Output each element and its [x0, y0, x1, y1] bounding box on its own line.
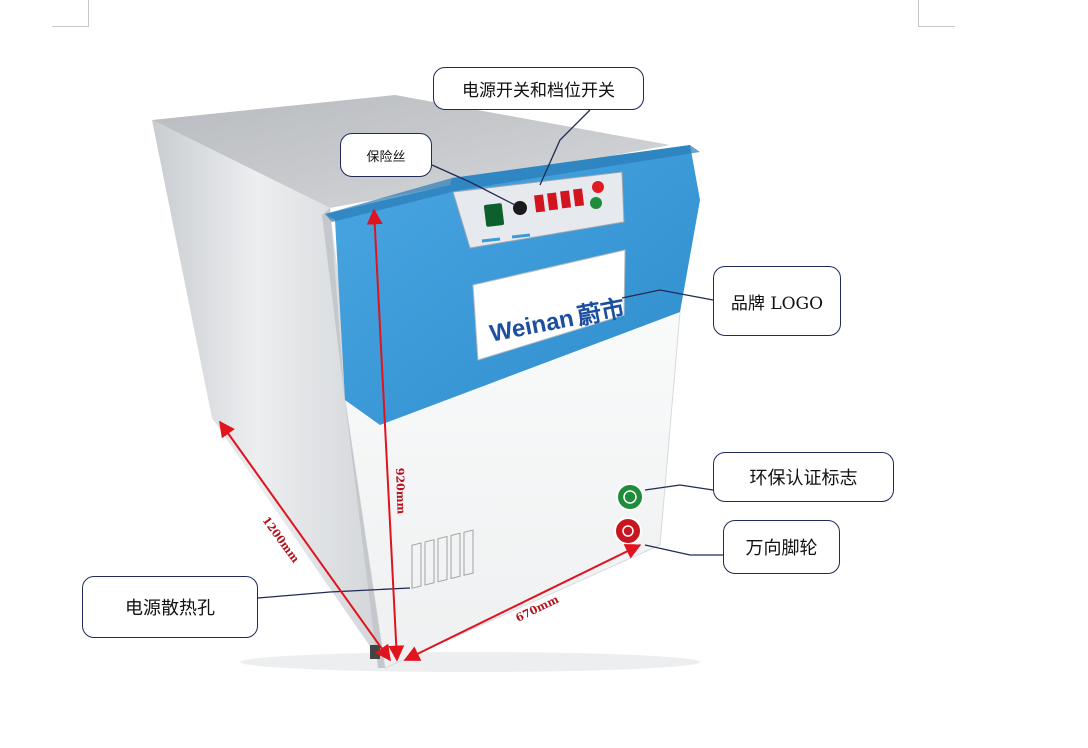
depth-arrow	[219, 420, 391, 662]
indicator-green	[590, 197, 602, 209]
gear-switch-1	[534, 194, 546, 213]
gear-switch-3	[560, 190, 572, 209]
callout-eco-label: 环保认证标志	[713, 452, 894, 502]
callout-caster: 万向脚轮	[723, 520, 840, 574]
fuse-knob	[513, 201, 527, 215]
caster-wheel	[370, 645, 380, 659]
width-arrow	[403, 544, 642, 661]
floor-shadow	[240, 652, 700, 672]
logo-plate	[472, 249, 626, 361]
callout-vent: 电源散热孔	[82, 576, 258, 638]
blue-panel-edge	[325, 145, 700, 222]
indicator-red	[592, 181, 604, 193]
power-switch-green	[483, 203, 505, 227]
height-arrow	[366, 208, 405, 662]
cabinet-edge	[322, 208, 385, 668]
callout-fuse: 保险丝	[340, 133, 432, 177]
caster-badge	[614, 517, 642, 545]
callout-brand-logo: 品牌 LOGO	[713, 266, 841, 336]
height-label: 920mm	[393, 468, 408, 515]
plate-strip-2	[511, 233, 531, 239]
crop-mark-top-left	[52, 0, 89, 27]
dimension-arrows	[219, 208, 642, 662]
gear-switch-2	[547, 192, 559, 211]
callout-power-switch: 电源开关和档位开关	[433, 67, 644, 110]
eco-certification-badge	[616, 483, 644, 511]
plate-strip-1	[481, 237, 501, 243]
gear-switch-4	[573, 188, 585, 207]
crop-mark-top-right	[918, 0, 955, 27]
